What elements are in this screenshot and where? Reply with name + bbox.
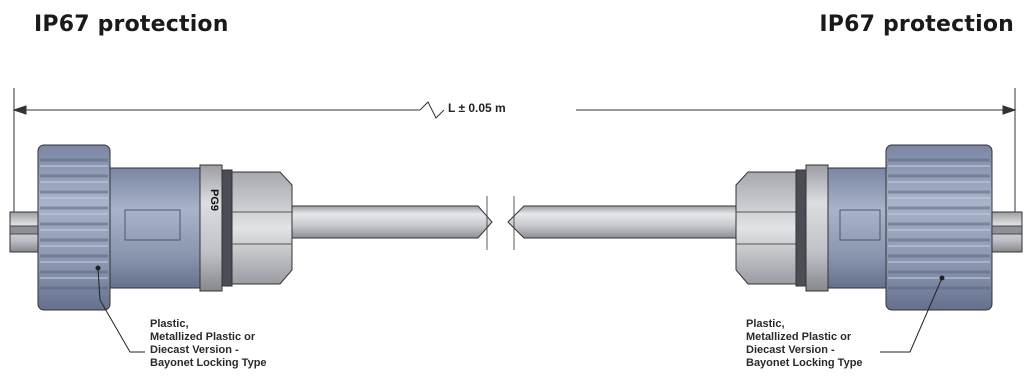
right-housing bbox=[827, 167, 887, 289]
callout-right-line: Plastic, bbox=[746, 318, 785, 330]
right-gland-body bbox=[795, 164, 829, 292]
callout-left-line: Metallized Plastic or bbox=[150, 331, 256, 343]
callout-right-line: Metallized Plastic or bbox=[746, 331, 852, 343]
right-contact-pin bbox=[991, 211, 1023, 253]
left-pg-marking: PG9 bbox=[208, 189, 220, 211]
left-hex-nut bbox=[231, 171, 293, 285]
left-housing bbox=[109, 167, 201, 289]
callout-left-line: Diecast Version - bbox=[150, 344, 239, 356]
callout-left: Plastic, Metallized Plastic or Diecast V… bbox=[150, 318, 267, 370]
connector-right bbox=[507, 144, 1023, 311]
callout-right: Plastic, Metallized Plastic or Diecast V… bbox=[746, 318, 863, 370]
right-hex-nut bbox=[735, 171, 797, 285]
left-cable bbox=[291, 196, 493, 250]
left-contact-pin bbox=[9, 211, 39, 253]
right-coupling-nut bbox=[885, 144, 993, 311]
left-coupling-nut bbox=[37, 144, 111, 311]
callout-left-line: Plastic, bbox=[150, 318, 189, 330]
callout-left-line: Bayonet Locking Type bbox=[150, 357, 267, 369]
heading-left: IP67 protection bbox=[34, 12, 229, 37]
connector-left: PG9 bbox=[9, 144, 493, 311]
callout-right-line: Bayonet Locking Type bbox=[746, 357, 863, 369]
right-cable bbox=[507, 196, 737, 250]
dimension-label: L ± 0.05 m bbox=[446, 101, 508, 115]
heading-right: IP67 protection bbox=[819, 12, 1014, 37]
leader-lines bbox=[95, 265, 945, 353]
dimension-line bbox=[12, 88, 1017, 240]
left-gland-body: PG9 bbox=[199, 164, 233, 292]
callout-right-line: Diecast Version - bbox=[746, 344, 835, 356]
